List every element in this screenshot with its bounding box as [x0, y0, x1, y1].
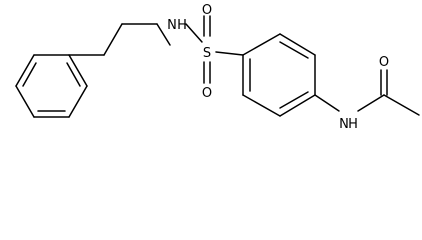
bond [103, 23, 123, 56]
structure-diagram: N H O S O N H O [15, 3, 420, 132]
atom-label-o: O [202, 3, 212, 18]
bond [156, 23, 171, 46]
bond [185, 23, 203, 43]
bond [215, 51, 244, 56]
bond [279, 94, 316, 117]
atom-label-h: H [348, 117, 358, 132]
atom-label-h: H [177, 18, 187, 33]
double-bond-inner [66, 62, 81, 87]
atom-label-o: O [202, 86, 212, 101]
bond [15, 54, 35, 87]
atom-label-s: S [203, 46, 211, 61]
bond [357, 94, 385, 112]
bond [383, 94, 420, 116]
bond [68, 54, 88, 87]
phenyl-ring [15, 54, 88, 118]
bond [68, 85, 88, 118]
atom-label-o: O [379, 55, 389, 70]
bond [242, 94, 281, 117]
double-bond-inner [22, 62, 37, 87]
double-bond-inner [279, 41, 309, 59]
double-bond-inner [279, 91, 309, 109]
bond [15, 85, 35, 118]
benzene-ring [242, 33, 316, 117]
bond [314, 94, 340, 112]
bond [242, 33, 281, 56]
bond [279, 33, 316, 56]
atom-label-n: N [167, 18, 177, 33]
atom-label-n: N [339, 117, 349, 132]
